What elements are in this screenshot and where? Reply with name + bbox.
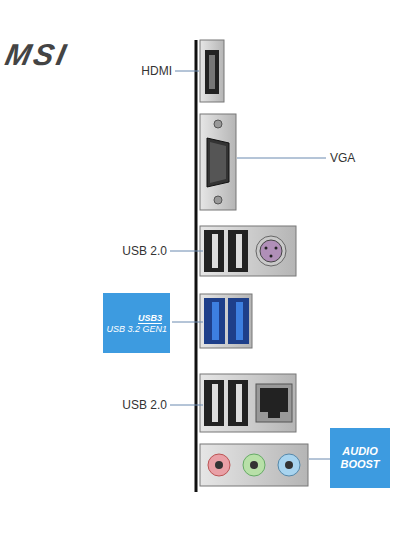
leader-line bbox=[172, 322, 203, 323]
usb2-ps2-port bbox=[200, 226, 296, 276]
hdmi-port bbox=[200, 40, 224, 102]
brand-logo: MSI bbox=[2, 38, 72, 72]
leader-line bbox=[170, 251, 203, 252]
port-label: VGA bbox=[330, 151, 355, 165]
audio-boost-badge: AUDIO BOOST bbox=[330, 428, 390, 488]
port-label: USB 2.0 bbox=[122, 244, 167, 258]
leader-line bbox=[170, 405, 203, 406]
panel-edge bbox=[195, 40, 198, 492]
leader-line bbox=[309, 459, 330, 460]
usb2-lan-port bbox=[200, 374, 296, 432]
badge-logo-text: USB3 bbox=[138, 313, 162, 324]
badge-text: AUDIO BOOST bbox=[336, 445, 384, 471]
leader-line bbox=[175, 71, 199, 72]
leader-line bbox=[237, 158, 326, 159]
port-label: USB 2.0 bbox=[122, 398, 167, 412]
usb3-badge: USB3USB 3.2 GEN1 bbox=[103, 293, 170, 353]
audio-jacks bbox=[200, 444, 308, 486]
vga-port bbox=[200, 114, 236, 210]
badge-text: USB 3.2 GEN1 bbox=[106, 324, 167, 334]
port-label: HDMI bbox=[141, 64, 172, 78]
usb3-port bbox=[200, 294, 252, 348]
